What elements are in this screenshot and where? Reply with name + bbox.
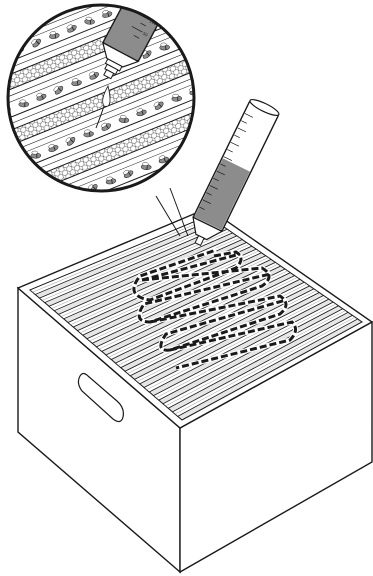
bee-icon — [71, 78, 82, 86]
inset-syringe-label-3: 50 — [142, 31, 149, 38]
syringe-syrup — [194, 158, 250, 231]
bee-icon — [36, 92, 47, 101]
hive-handle — [77, 372, 124, 423]
bee-icon — [66, 24, 77, 33]
inset-frame-groove — [8, 5, 194, 77]
bee-icon — [83, 129, 94, 138]
inset-frame-groove — [8, 52, 194, 174]
bee-icon — [30, 150, 42, 159]
bee-icon — [39, 258, 51, 268]
inset-comb-gap — [8, 34, 194, 168]
bee-icon — [17, 211, 29, 221]
bee-icon — [118, 115, 130, 123]
bee-icon — [49, 31, 60, 39]
bee-icon — [250, 172, 262, 184]
bee-icon — [0, 164, 6, 174]
bee-icon — [123, 169, 134, 178]
bee-icon — [18, 99, 30, 108]
inset-frame-groove — [8, 101, 194, 191]
bee-icon — [159, 42, 170, 51]
frame-groove — [174, 316, 356, 415]
syringe-nozzle — [194, 234, 205, 247]
bee-icon — [84, 16, 95, 25]
bee-icon — [210, 132, 222, 143]
syringe — [192, 99, 280, 247]
frame-groove — [146, 297, 327, 390]
bee-icon — [127, 223, 138, 232]
bee-icon — [100, 122, 111, 131]
bee-icon — [180, 201, 192, 211]
bee-icon — [0, 217, 10, 229]
bee-icon — [0, 53, 7, 60]
bee-icon — [137, 0, 148, 3]
inset-border — [6, 3, 196, 193]
syringe-tip — [192, 216, 224, 241]
bee-icon — [48, 144, 59, 152]
bee-icon — [88, 71, 99, 80]
syringe-rim — [249, 99, 280, 116]
bee-icon — [153, 101, 164, 110]
bee-icon — [205, 78, 217, 90]
bee-icon — [141, 50, 152, 59]
bee-icon — [102, 10, 113, 18]
bee-icon — [34, 203, 46, 215]
drip-icon — [102, 84, 111, 107]
callout-line-right — [169, 187, 189, 237]
bee-icon — [75, 245, 85, 252]
bee-icon — [158, 155, 169, 164]
syrup-trail — [131, 247, 298, 371]
bee-icon — [21, 264, 33, 276]
bee-icon — [193, 26, 205, 38]
inset-syringe-label-1: 150 — [155, 6, 164, 14]
bee-icon — [92, 236, 104, 247]
bee-icon — [171, 93, 183, 102]
inset-frame-groove — [8, 5, 194, 102]
drip-stream — [95, 105, 105, 129]
bee-icon — [140, 162, 152, 170]
bee-icon — [12, 158, 23, 167]
bee-icon — [136, 108, 147, 117]
syrup-trail-dashes — [132, 248, 297, 370]
bee-icon — [53, 85, 64, 95]
bee-icon — [193, 142, 194, 149]
frame-groove — [32, 217, 211, 293]
bee-icon — [105, 176, 117, 185]
frame-groove — [42, 224, 221, 301]
bee-icon — [144, 215, 156, 226]
inset-frame-groove — [8, 28, 194, 150]
bee-icon — [53, 198, 63, 205]
bee-icon — [109, 229, 121, 241]
bee-icon — [69, 189, 81, 200]
callout-line-left — [155, 195, 181, 237]
bee-icon — [31, 38, 41, 48]
bee-icon — [56, 250, 68, 262]
frame-groove — [165, 310, 346, 407]
callout-lines — [155, 187, 189, 237]
syringe-graduations — [199, 113, 254, 210]
bee-icon — [65, 137, 76, 146]
